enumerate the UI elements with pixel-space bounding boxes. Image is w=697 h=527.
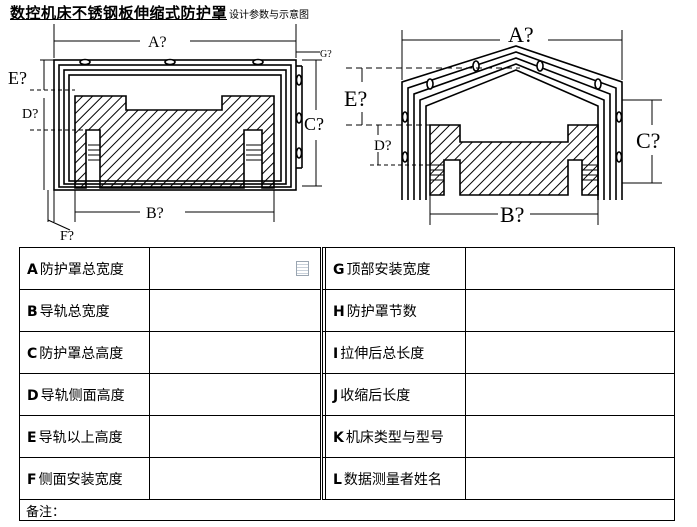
left-label-e: E? xyxy=(8,68,27,88)
param-value-g[interactable] xyxy=(465,247,675,290)
title-subtitle: 设计参数与示意图 xyxy=(229,10,310,21)
param-value-e[interactable] xyxy=(149,415,322,458)
left-label-c: C? xyxy=(304,114,324,134)
left-cross-section xyxy=(53,58,303,191)
param-value-f[interactable] xyxy=(149,457,322,500)
notes-cell[interactable]: 备注： xyxy=(19,499,675,521)
left-label-g: G? xyxy=(320,49,332,60)
right-label-e: E? xyxy=(344,86,367,111)
right-label-c: C? xyxy=(636,128,660,153)
right-label-d: D? xyxy=(374,138,392,154)
param-value-c[interactable] xyxy=(149,331,322,374)
param-value-h[interactable] xyxy=(465,289,675,332)
left-dimension-labels: A? G? E? D? C? B? F? xyxy=(8,34,332,244)
param-value-j[interactable] xyxy=(465,373,675,416)
left-label-f: F? xyxy=(60,229,74,244)
param-value-d[interactable] xyxy=(149,373,322,416)
right-dimension-labels: A? E? D? C? B? xyxy=(344,22,660,227)
title-main: 数控机床不锈钢板伸缩式防护罩 xyxy=(10,4,228,22)
param-value-b[interactable] xyxy=(149,289,322,332)
left-label-b: B? xyxy=(146,205,164,222)
document-icon xyxy=(296,261,309,276)
cover-diagrams: A? G? E? D? C? B? F? xyxy=(8,22,662,244)
right-cross-section xyxy=(401,45,623,200)
left-dimension-lines xyxy=(30,24,322,231)
right-label-a: A? xyxy=(508,22,534,47)
notes-label: 备注： xyxy=(26,504,66,520)
param-value-k[interactable] xyxy=(465,415,675,458)
left-label-a: A? xyxy=(148,34,167,51)
right-label-b: B? xyxy=(500,202,524,227)
right-dimension-lines xyxy=(346,30,662,225)
param-value-l[interactable] xyxy=(465,457,675,500)
param-value-i[interactable] xyxy=(465,331,675,374)
param-value-a[interactable] xyxy=(149,247,322,290)
left-label-d: D? xyxy=(22,107,38,122)
notes-row: 备注： xyxy=(19,499,675,521)
document-title: 数控机床不锈钢板伸缩式防护罩设计参数与示意图 xyxy=(10,2,309,23)
